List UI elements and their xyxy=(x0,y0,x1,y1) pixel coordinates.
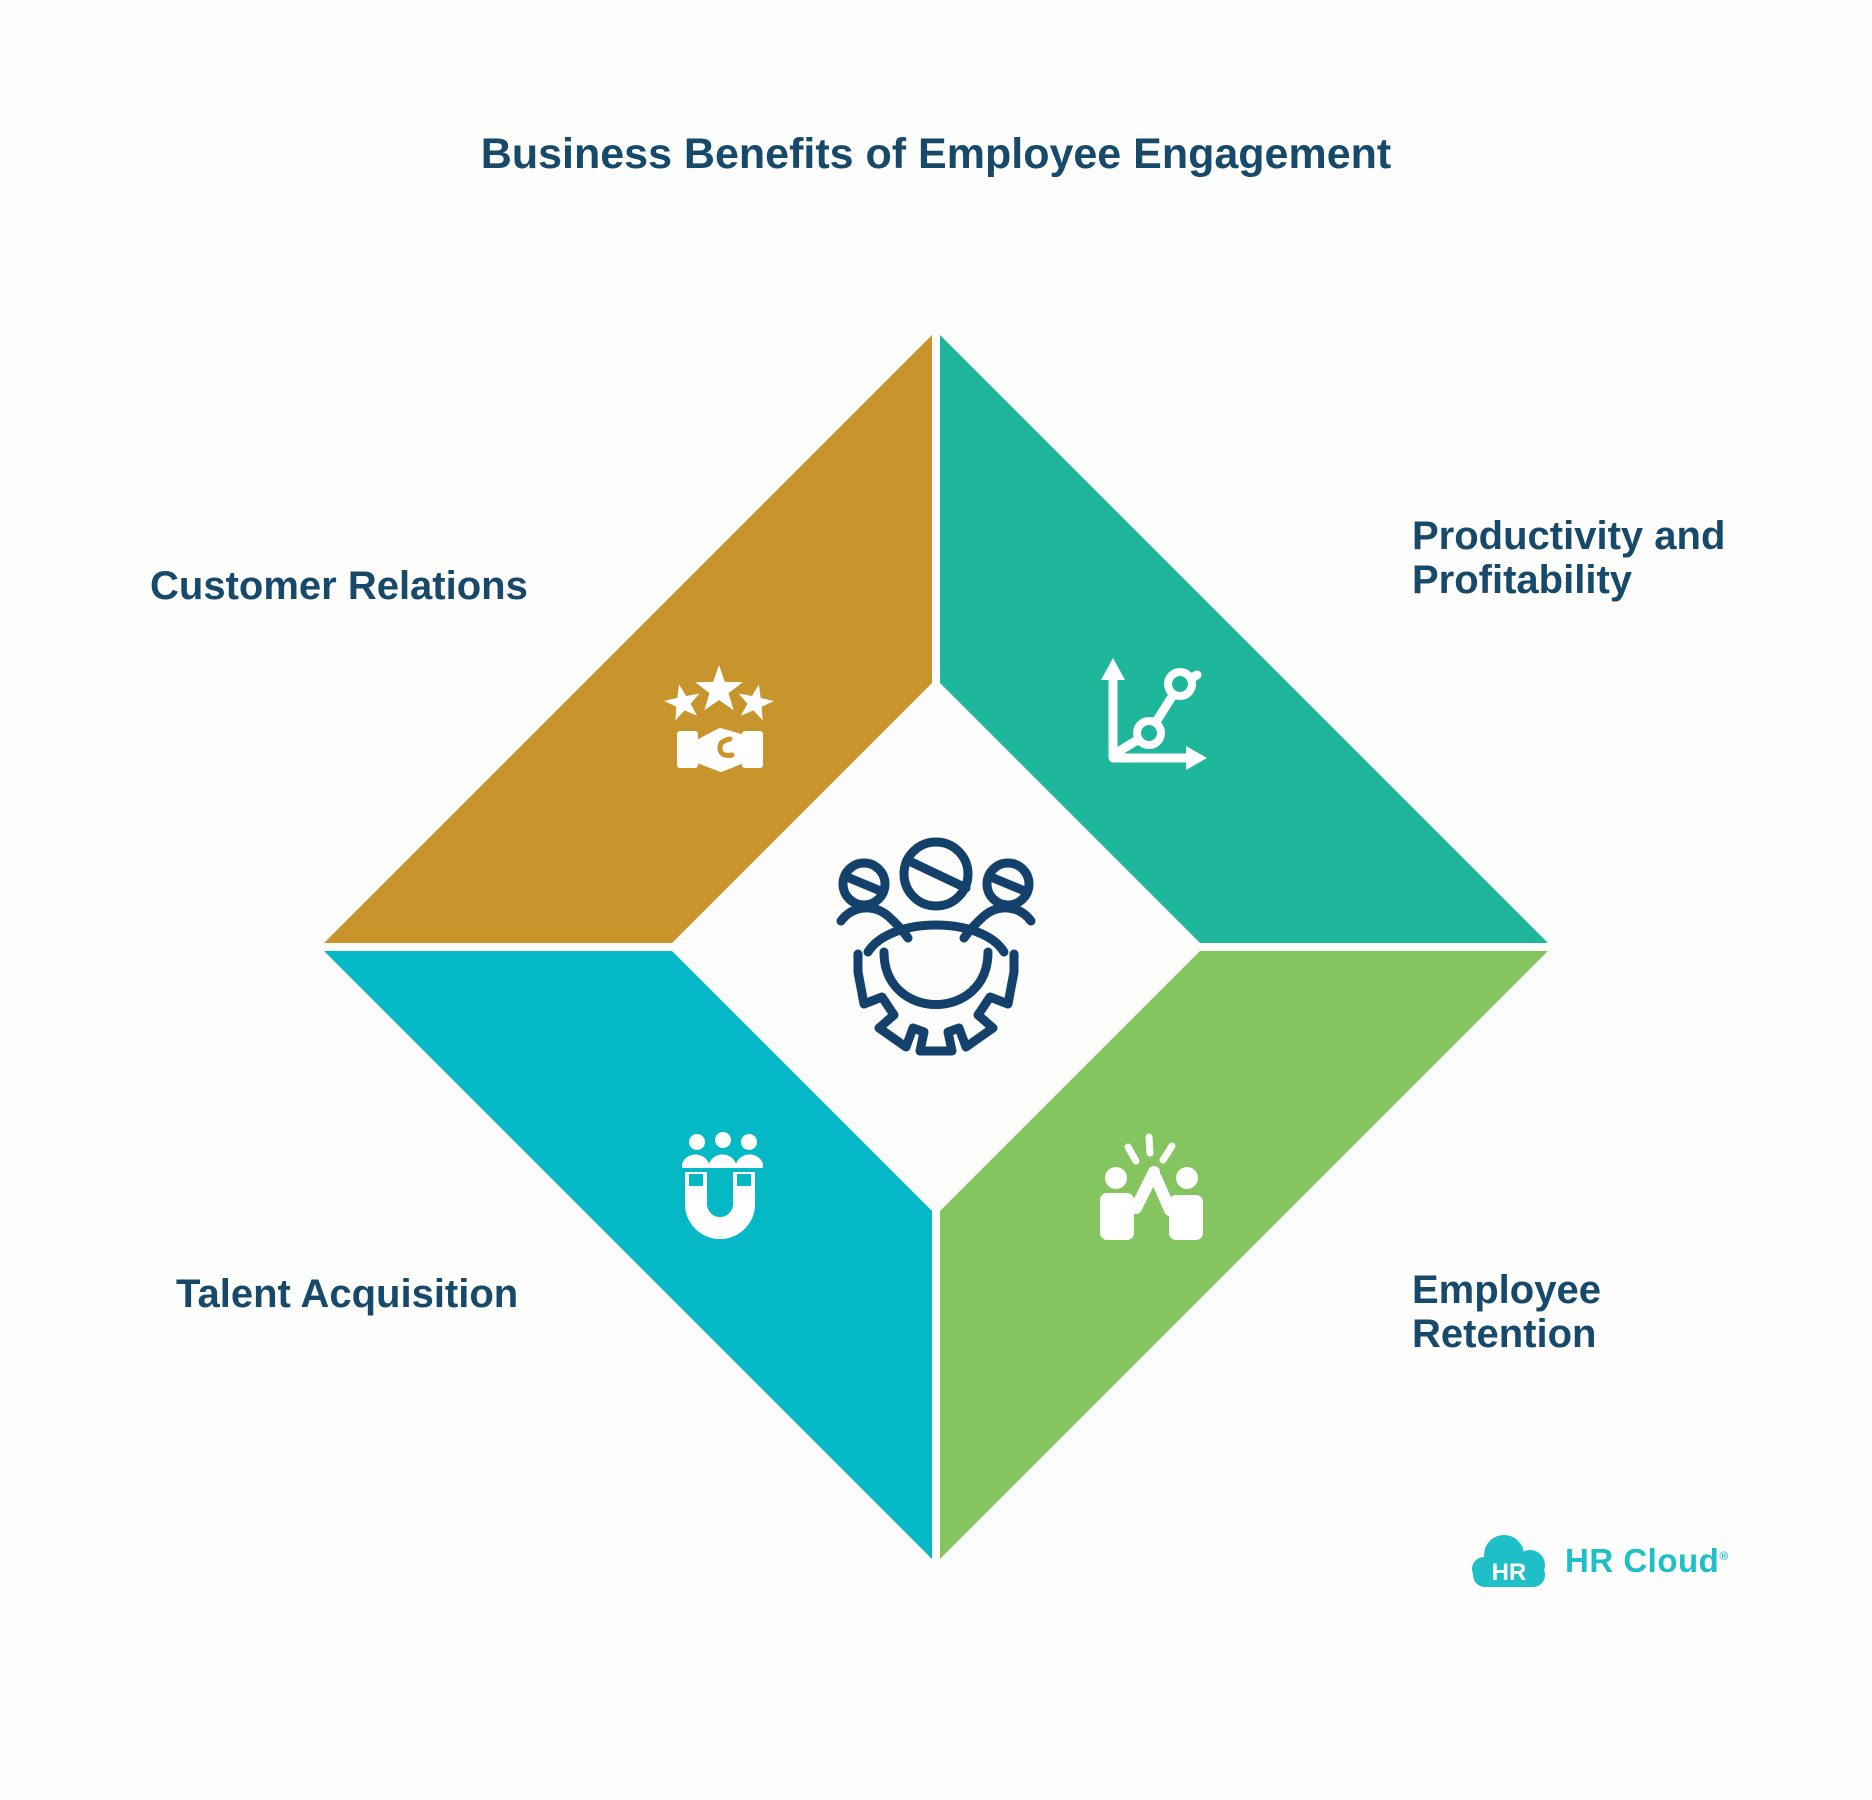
hr-cloud-wordmark: HR Cloud® xyxy=(1565,1542,1729,1579)
team-gear-icon xyxy=(836,837,1036,1056)
segment-employee-retention xyxy=(940,951,1548,1559)
center-diamond xyxy=(676,687,1196,1207)
magnet-icon xyxy=(682,1132,763,1239)
segment-talent-acquisition xyxy=(324,951,932,1559)
label-productivity-profitability: Productivity and Profitability xyxy=(1412,514,1726,602)
high-five-icon xyxy=(1100,1133,1203,1240)
stars-handshake-icon xyxy=(664,665,774,772)
segment-productivity-profitability xyxy=(940,335,1548,943)
hr-cloud-badge-icon: HR xyxy=(1472,1535,1545,1587)
segment-customer-relations xyxy=(324,335,932,943)
growth-chart-icon xyxy=(1101,658,1207,770)
hr-badge-text: HR xyxy=(1492,1559,1527,1586)
label-talent-acquisition: Talent Acquisition xyxy=(176,1272,519,1316)
label-customer-relations: Customer Relations xyxy=(150,564,528,608)
hr-cloud-logo: HR HR Cloud® xyxy=(1468,1528,1729,1594)
registered-trademark-symbol: ® xyxy=(1719,1549,1729,1563)
page-title: Business Benefits of Employee Engagement xyxy=(480,130,1392,178)
label-employee-retention: Employee Retention xyxy=(1412,1268,1601,1356)
